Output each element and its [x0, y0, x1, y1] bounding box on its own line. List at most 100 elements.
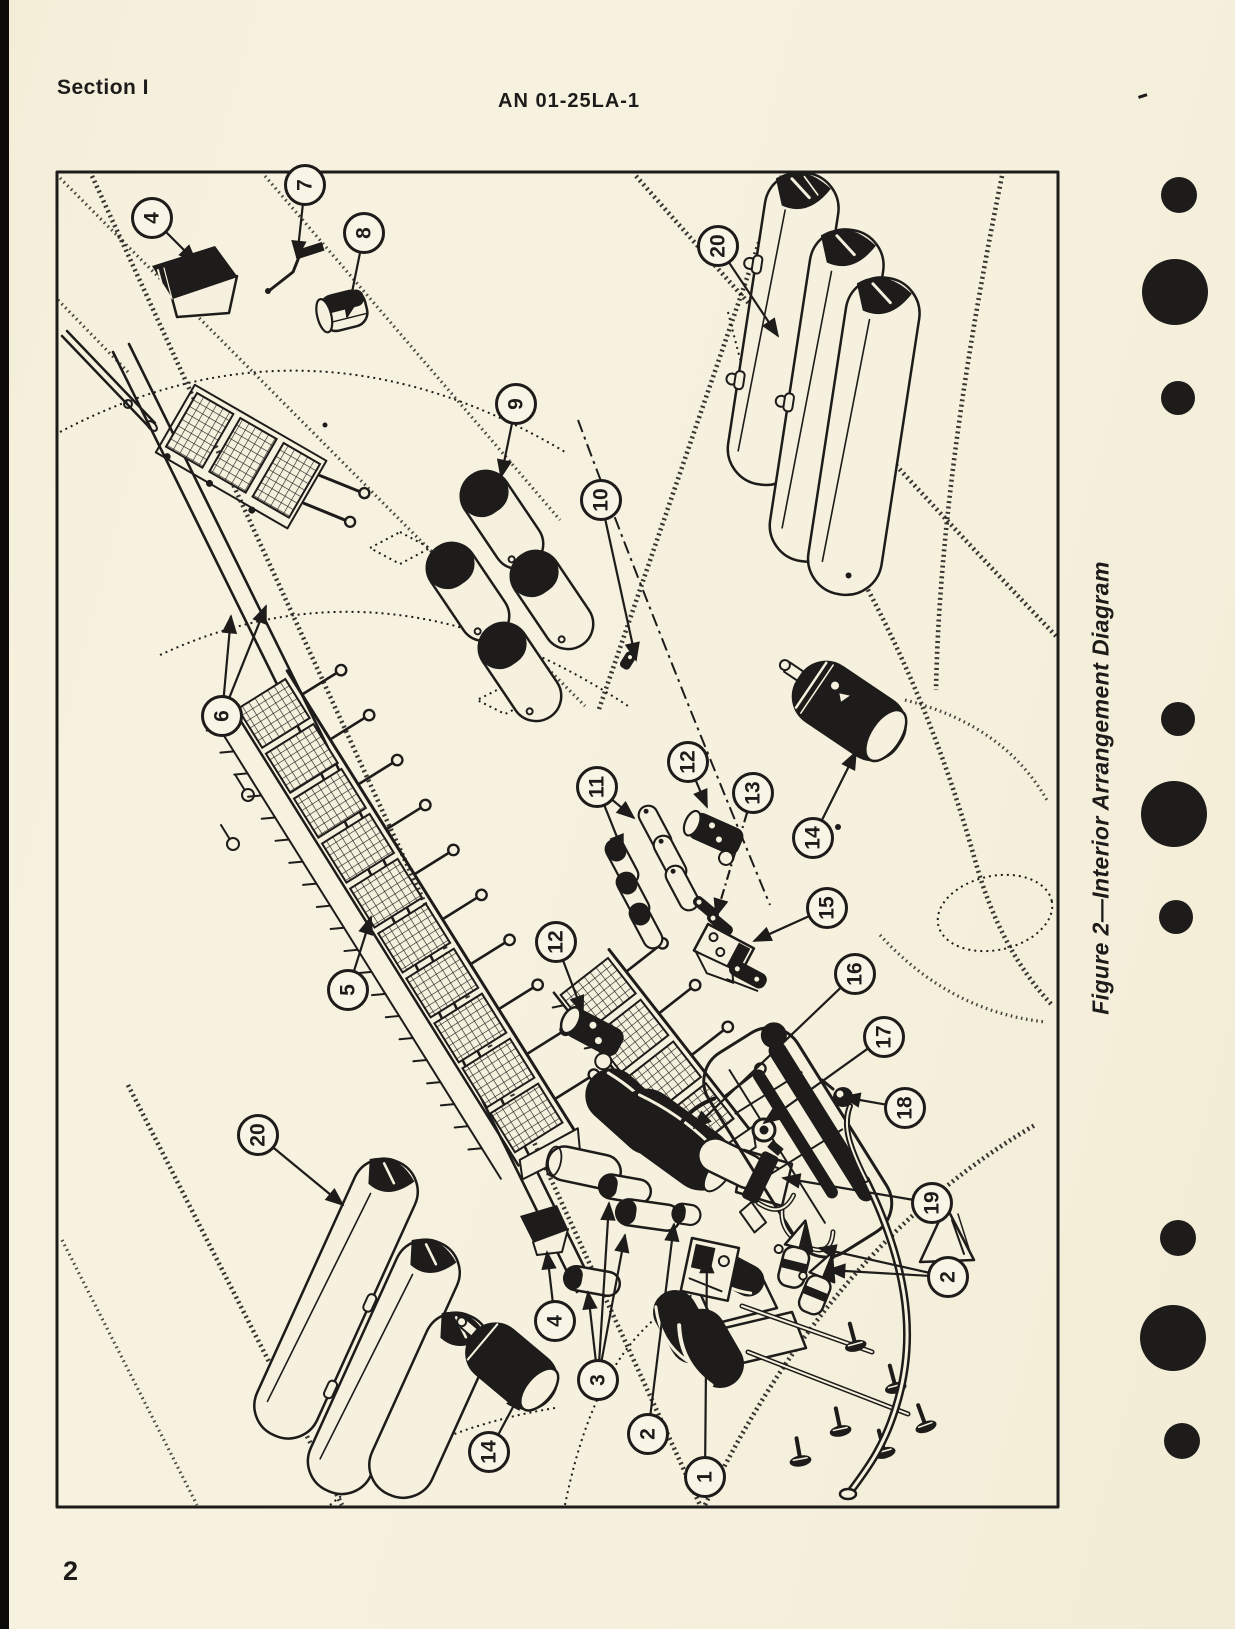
- document-number: AN 01-25LA-1: [498, 90, 641, 112]
- callout-leader-6: [228, 604, 268, 698]
- seat-unit-three: [154, 383, 371, 530]
- callout-leader-16: [692, 987, 841, 1130]
- svg-text:1: 1: [694, 1471, 717, 1483]
- callout-leader-12: [693, 780, 709, 809]
- callout-20: 20: [697, 225, 739, 267]
- portable-oxygen-dark-b: [456, 1316, 560, 1412]
- mount-bracket: [692, 922, 767, 992]
- svg-text:8: 8: [353, 227, 376, 239]
- callout-leader-5: [353, 915, 374, 971]
- callout-9: 9: [495, 383, 537, 425]
- callout-leader-2: [826, 1263, 928, 1279]
- callout-8: 8: [343, 212, 385, 254]
- callout-leader-3: [598, 1201, 616, 1360]
- callout-leader-3: [600, 1233, 630, 1361]
- svg-text:7: 7: [294, 179, 317, 191]
- svg-text:9: 9: [505, 398, 528, 410]
- crank-lever: [265, 241, 325, 294]
- callout-11: 11: [576, 766, 618, 808]
- callout-leader-11: [612, 799, 636, 820]
- svg-text:12: 12: [545, 930, 568, 953]
- binding-hole-dot: [1159, 900, 1193, 934]
- svg-text:13: 13: [742, 781, 765, 804]
- callout-4: 4: [534, 1300, 576, 1342]
- clamp-fitting-a: [682, 809, 744, 866]
- callout-leader-15: [752, 915, 809, 943]
- callout-leader-20: [273, 1147, 345, 1207]
- callout-10: 10: [580, 479, 622, 521]
- svg-text:12: 12: [677, 750, 700, 773]
- binding-edge: [0, 0, 9, 1629]
- svg-text:18: 18: [894, 1096, 917, 1120]
- callout-20: 20: [237, 1114, 279, 1156]
- clamp-fitting-b: [559, 1006, 624, 1071]
- callout-leader-11: [603, 805, 625, 854]
- binding-hole-dot: [1140, 1305, 1206, 1371]
- binding-hole-dot: [1161, 177, 1197, 213]
- callout-12: 12: [535, 921, 577, 963]
- portable-oxygen-dark-a: [778, 659, 908, 763]
- callout-14: 14: [792, 817, 834, 859]
- callout-1: 1: [684, 1456, 726, 1498]
- binding-hole-dot: [1141, 781, 1207, 847]
- callout-6: 6: [201, 695, 243, 737]
- callout-19: 19: [911, 1182, 953, 1224]
- callout-leader-19: [781, 1173, 912, 1201]
- svg-text:11: 11: [586, 776, 609, 799]
- svg-text:2: 2: [637, 1428, 660, 1440]
- binding-holes: [1140, 177, 1208, 1459]
- callout-leader-14: [497, 1390, 522, 1435]
- callout-leader-13: [713, 812, 749, 918]
- oxygen-cylinders-group: [425, 469, 595, 723]
- callout-3: 3: [577, 1359, 619, 1401]
- control-knob-18: [820, 1078, 853, 1107]
- section-heading: Section I: [57, 76, 150, 99]
- callout-7: 7: [284, 164, 326, 206]
- callout-leader-18: [841, 1092, 886, 1108]
- svg-text:14: 14: [802, 826, 825, 850]
- cover-wedge-b: [520, 1205, 569, 1256]
- callout-leader-10: [604, 519, 640, 662]
- page-number: 2: [63, 1556, 79, 1586]
- callout-13: 13: [732, 772, 774, 814]
- svg-text:15: 15: [816, 896, 839, 920]
- callout-2: 2: [927, 1256, 969, 1298]
- callout-leader-12: [562, 960, 585, 1015]
- first-aid-kit: [679, 1236, 741, 1303]
- svg-text:17: 17: [873, 1025, 896, 1048]
- binding-hole-dot: [1161, 381, 1195, 415]
- callout-17: 17: [863, 1016, 905, 1058]
- svg-text:10: 10: [590, 488, 613, 511]
- callout-15: 15: [806, 887, 848, 929]
- binding-hole-dot: [1164, 1423, 1200, 1459]
- callout-leader-17: [762, 1048, 868, 1125]
- callout-leader-9: [496, 423, 513, 479]
- callout-5: 5: [327, 969, 369, 1011]
- small-fitting: [619, 646, 637, 670]
- figure-border: [55, 170, 1060, 1509]
- heater-seat-assembly: [671, 1022, 894, 1259]
- svg-text:20: 20: [707, 234, 730, 257]
- svg-text:20: 20: [247, 1123, 270, 1146]
- small-cylinder: [315, 289, 369, 334]
- svg-text:3: 3: [587, 1374, 610, 1386]
- callout-12: 12: [667, 741, 709, 783]
- svg-text:19: 19: [921, 1191, 944, 1214]
- callout-leader-1: [699, 1254, 715, 1457]
- binding-hole-dot: [1142, 259, 1208, 325]
- life-raft-pack-top: [724, 171, 921, 597]
- callout-18: 18: [884, 1087, 926, 1129]
- callout-leader-2: [817, 1244, 929, 1274]
- callout-leader-4: [165, 231, 198, 264]
- callout-leader-3: [582, 1290, 598, 1360]
- binding-hole-dot: [1160, 1220, 1196, 1256]
- svg-text:4: 4: [141, 212, 164, 224]
- callout-4: 4: [131, 197, 173, 239]
- callout-14: 14: [468, 1431, 510, 1473]
- callout-leader-20: [728, 262, 780, 338]
- life-raft-pack-bottom: [253, 1157, 491, 1500]
- control-knob-17: [751, 1117, 784, 1156]
- svg-text:6: 6: [211, 710, 234, 722]
